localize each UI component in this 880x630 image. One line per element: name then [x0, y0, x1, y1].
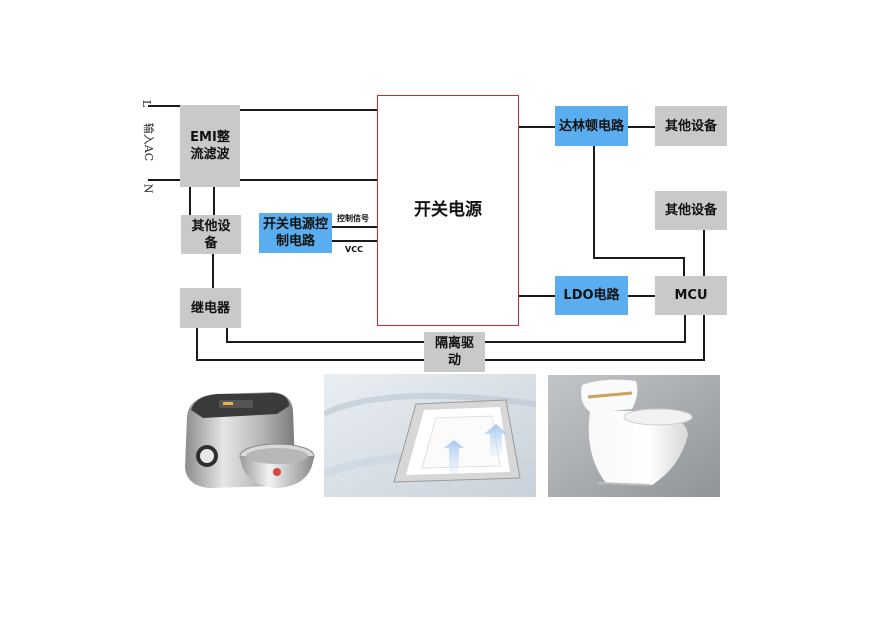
relay-box: 继电器 [180, 288, 241, 328]
emi-rectifier-filter-box: EMI整流滤波 [180, 105, 240, 187]
isolation-driver-box: 隔离驱动 [424, 332, 485, 372]
rice-cooker-image [173, 376, 320, 498]
wire-mcu-to-other [703, 230, 705, 276]
relay-label: 继电器 [190, 300, 230, 316]
wire-darlington-to-other [628, 126, 655, 128]
wire-darlington-to-mcu-v [683, 257, 685, 276]
wire-emi-to-other-left-1 [189, 187, 191, 215]
mcu-box: MCU [655, 276, 727, 315]
wire-vcc [332, 240, 377, 242]
wire-main-to-ldo [518, 295, 555, 297]
other-device-right-mid-label: 其他设备 [664, 203, 717, 218]
input-label-ac: 输入AC [142, 122, 156, 162]
wire-main-to-darlington [518, 126, 555, 128]
wire-darlington-to-mcu-h [593, 257, 684, 259]
other-device-right-top-label: 其他设备 [664, 118, 717, 134]
ldo-label: LDO电路 [563, 288, 620, 303]
ldo-circuit-box: LDO电路 [555, 276, 628, 315]
mcu-label: MCU [674, 288, 708, 303]
wire-l-to-emi [148, 105, 180, 107]
bathroom-heater-image [324, 374, 536, 497]
emi-label: EMI整流滤波 [190, 130, 230, 162]
darlington-label: 达林顿电路 [559, 118, 625, 134]
input-label-l: L [140, 99, 154, 108]
wire-darlington-down [593, 146, 595, 258]
other-device-right-mid-box: 其他设备 [655, 191, 727, 230]
switching-power-supply-box: 开关电源 [377, 95, 519, 326]
wire-ldo-to-mcu [628, 295, 655, 297]
other-device-left-label: 其他设备 [191, 218, 231, 251]
isolation-driver-label: 隔离驱动 [434, 336, 474, 368]
wire-other-left-to-relay [212, 254, 214, 288]
darlington-circuit-box: 达林顿电路 [555, 106, 628, 146]
wire-relay-to-iso-v [226, 328, 228, 343]
vcc-label: VCC [345, 245, 363, 254]
smart-toilet-image [548, 375, 720, 497]
wire-emi-to-other-left-2 [213, 187, 215, 215]
wire-relay-down [196, 328, 198, 360]
wire-emi-to-main-bottom [240, 179, 377, 181]
control-circuit-box: 开关电源控制电路 [259, 213, 332, 253]
switching-power-supply-label: 开关电源 [414, 200, 482, 220]
other-device-left-box: 其他设备 [181, 215, 241, 254]
wire-mcu-to-iso-1 [684, 315, 686, 343]
other-device-right-top-box: 其他设备 [655, 106, 727, 146]
control-signal-label: 控制信号 [337, 214, 369, 223]
wire-mcu-to-iso-2 [703, 315, 705, 361]
wire-emi-to-main-top [240, 109, 377, 111]
input-label-n: N [141, 183, 155, 194]
wire-control-signal [332, 226, 377, 228]
control-circuit-label: 开关电源控制电路 [263, 217, 329, 249]
wire-n-to-emi [148, 179, 180, 181]
